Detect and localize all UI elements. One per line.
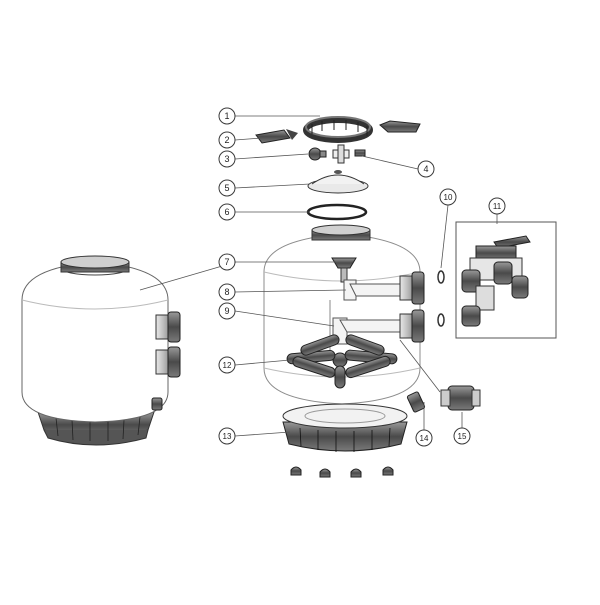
callout-13: 13 [218,427,236,445]
callout-circle [218,283,236,301]
callout-3: 3 [218,150,236,168]
callout-2: 2 [218,131,236,149]
part-lid [307,170,369,194]
callout-circle [218,150,236,168]
callout-circle [488,197,506,215]
callout-12: 12 [218,356,236,374]
callout-1: 1 [218,107,236,125]
callout-number: 8 [224,287,229,297]
part-multiport-valve [455,221,557,339]
callout-number: 14 [420,434,429,443]
callout-number: 12 [223,361,232,370]
callout-circle [218,427,236,445]
callout-circle [218,203,236,221]
callout-circle [415,429,433,447]
callout-circle [218,179,236,197]
assembled-port-upper [155,311,181,343]
callout-circle [218,356,236,374]
callout-15: 15 [453,427,471,445]
callout-7: 7 [218,253,236,271]
callout-number: 6 [224,207,229,217]
callout-number: 5 [224,183,229,193]
part-base-clips [290,466,394,478]
callout-6: 6 [218,203,236,221]
callout-14: 14 [415,429,433,447]
part-drain-plug [406,391,426,413]
part-bulkhead-lower [399,309,425,343]
part-locking-ring [303,116,373,143]
callout-number: 11 [493,202,502,211]
callout-circle [417,160,435,178]
callout-circle [439,188,457,206]
part-o-ring [306,203,368,221]
callout-number: 9 [224,306,229,316]
part-air-release [354,149,366,157]
part-diffuser [331,257,357,283]
part-tee-fitting [332,144,350,164]
callout-circle [218,131,236,149]
callout-number: 3 [224,154,229,164]
callout-number: 15 [458,432,467,441]
callout-number: 2 [224,135,229,145]
assembled-filter [21,255,181,446]
callout-number: 10 [444,193,453,202]
callout-5: 5 [218,179,236,197]
callout-circle [218,302,236,320]
part-base-stand [282,403,408,452]
part-laterals [286,334,398,389]
assembled-port-lower [155,346,181,378]
callout-9: 9 [218,302,236,320]
callout-circle [218,107,236,125]
callout-circle [453,427,471,445]
part-pressure-gauge [308,147,327,161]
part-tank-neck [311,224,371,241]
callout-number: 7 [224,257,229,267]
callout-circle [218,253,236,271]
callout-8: 8 [218,283,236,301]
part-port-o-rings [437,270,445,327]
part-union-connector [440,385,481,411]
part-bulkhead-upper [399,271,425,305]
part-handles [255,120,421,144]
leader-lines [139,115,498,437]
callout-11: 11 [488,197,506,215]
callout-number: 1 [224,111,229,121]
callout-number: 4 [423,164,428,174]
callout-number: 13 [223,432,232,441]
callout-4: 4 [417,160,435,178]
part-internal-pipes [329,279,405,350]
callout-10: 10 [439,188,457,206]
